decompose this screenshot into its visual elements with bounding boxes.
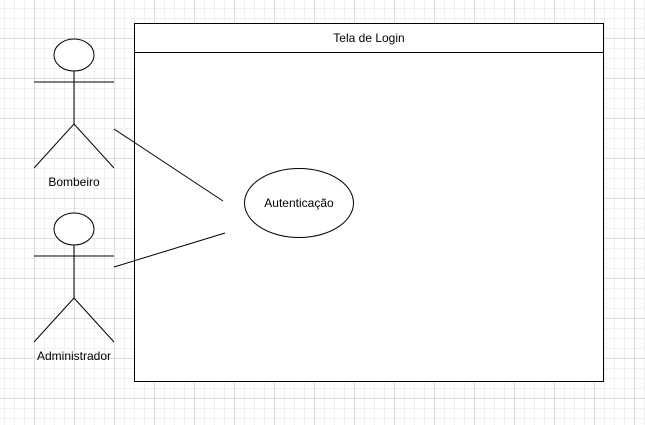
association-bombeiro-autenticacao[interactable] <box>113 128 224 202</box>
actor-administrador[interactable]: Administrador <box>34 212 114 372</box>
stick-figure-icon <box>34 38 114 169</box>
actor-bombeiro[interactable]: Bombeiro <box>34 38 114 198</box>
association-administrador-autenticacao[interactable] <box>113 232 226 268</box>
use-case-autenticacao[interactable]: Autenticação <box>244 168 354 238</box>
system-boundary[interactable]: Tela de Login <box>134 23 604 382</box>
system-boundary-title: Tela de Login <box>135 24 603 53</box>
use-case-label: Autenticação <box>264 196 334 210</box>
actor-label: Bombeiro <box>48 175 100 189</box>
stick-figure-icon <box>34 212 114 343</box>
actor-label: Administrador <box>36 349 112 363</box>
